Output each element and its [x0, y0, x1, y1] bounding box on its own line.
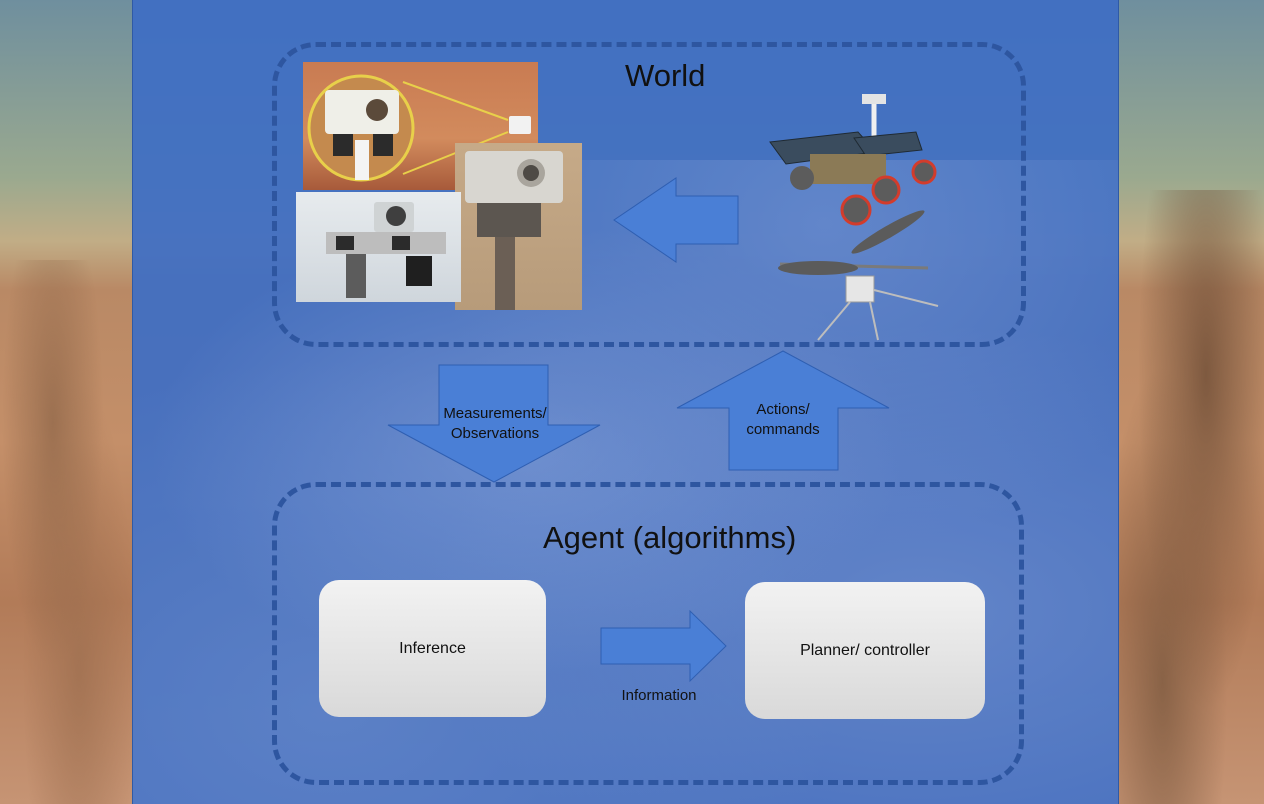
- measurements-label-line2: Observations: [450, 425, 540, 442]
- mars-rocks-right: [1119, 190, 1264, 804]
- actions-label-line1: Actions/: [756, 401, 810, 418]
- measurements-arrow: [387, 364, 601, 483]
- camera-head-photo: [296, 192, 461, 302]
- planner-node: Planner/ controller: [745, 582, 985, 719]
- rover-illustration: [766, 92, 941, 232]
- world-boundary: [272, 42, 1026, 347]
- planner-label: Planner/ controller: [800, 641, 930, 659]
- inference-label: Inference: [399, 639, 466, 657]
- information-label: Information: [621, 687, 697, 704]
- actions-arrow: [676, 350, 890, 471]
- world-title: World: [625, 58, 706, 93]
- agent-title: Agent (algorithms): [543, 520, 797, 555]
- measurements-label: Measurements/ Observations: [420, 404, 570, 444]
- agent-boundary: [272, 482, 1024, 785]
- actions-label-line2: commands: [746, 421, 820, 438]
- inference-node: Inference: [319, 580, 546, 717]
- actions-label: Actions/ commands: [725, 400, 841, 440]
- information-arrow: [600, 609, 727, 683]
- world-feedback-arrow: [613, 177, 739, 263]
- mars-rocks-left: [0, 260, 132, 804]
- rover-mast-photo: [455, 143, 582, 310]
- measurements-label-line1: Measurements/: [443, 405, 547, 422]
- helicopter-illustration: [778, 210, 946, 346]
